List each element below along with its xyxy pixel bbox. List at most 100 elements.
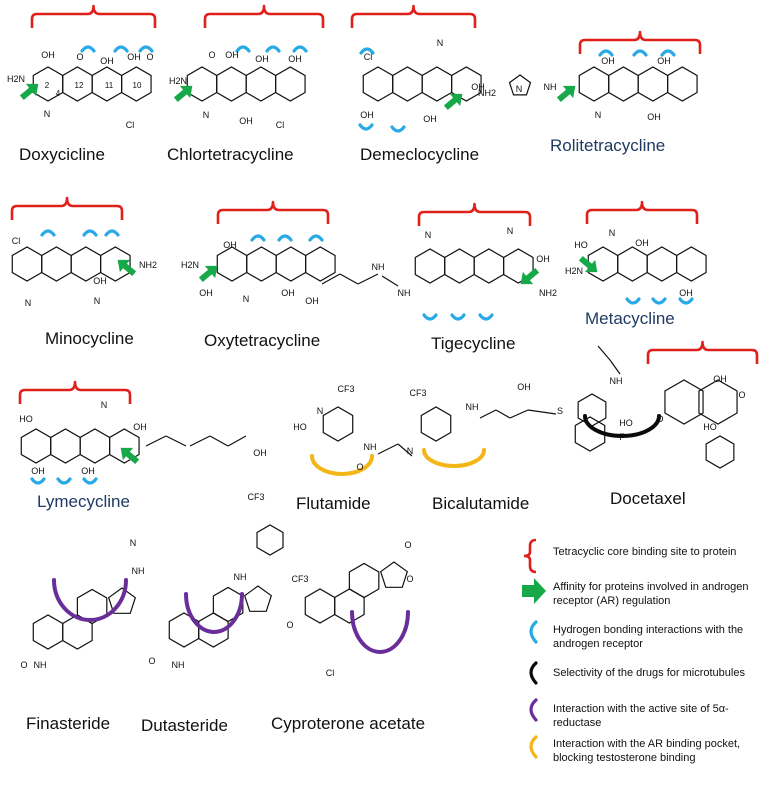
atom-label: NH: [610, 376, 623, 386]
backbone-line: [479, 409, 497, 419]
core-bracket: [10, 196, 124, 220]
finasteride-ring-a: [32, 614, 64, 650]
hbond-arc: [104, 229, 120, 237]
atom-label: N: [507, 226, 514, 236]
hbond-arc: [651, 297, 667, 305]
atom-label: NH: [372, 262, 385, 272]
atom-label: O: [656, 414, 663, 424]
microtubule-arc: [583, 414, 661, 438]
backbone-line: [527, 409, 557, 415]
atom-label: NH: [466, 402, 479, 412]
cyproterone-ring-b: [334, 588, 365, 624]
rolitetracycline-ring-4: [667, 66, 698, 102]
atom-label: CF3: [247, 492, 264, 502]
demeclocycline-ring-2: [392, 66, 423, 102]
atom-label: CF3: [291, 574, 308, 584]
atom-label: HO: [293, 422, 307, 432]
rolitetracycline-ring-3: [637, 66, 669, 102]
atom-label: OH: [423, 114, 437, 124]
bicalutamide-ring-1: [420, 406, 452, 442]
atom-label: HO: [619, 418, 633, 428]
tigecycline-ring-1: [414, 248, 446, 284]
linker-line: [145, 435, 167, 447]
atom-label: O: [404, 540, 411, 550]
atom-label: NH: [172, 660, 185, 670]
atom-label: OH: [31, 466, 45, 476]
core-bracket: [350, 4, 477, 28]
atom-label: N: [437, 38, 444, 48]
atom-label: Cl: [12, 236, 21, 246]
atom-label: OH: [679, 288, 693, 298]
atom-label: Cl: [126, 120, 135, 130]
pyrrolidine-ring: [508, 74, 532, 96]
atom-label: OH: [471, 82, 485, 92]
atom-label: Cl: [276, 120, 285, 130]
oxytetracycline-ring-1: [216, 246, 248, 282]
atom-label: O: [738, 390, 745, 400]
atom-label: O: [146, 52, 153, 62]
atom-label: NH: [34, 660, 47, 670]
cyproterone-ring-c: [348, 562, 380, 599]
linker-line: [357, 273, 379, 285]
core-bracket: [646, 340, 759, 364]
atom-label: OH: [360, 110, 374, 120]
ar-pocket-arc: [310, 454, 374, 476]
tigecycline-ring-3: [473, 248, 505, 284]
legend-text-reductase: Interaction with the active site of 5α-r…: [553, 703, 729, 729]
atom-label: O: [76, 52, 83, 62]
ar-pocket-arc: [422, 448, 486, 468]
hbond-arc: [598, 49, 614, 57]
atom-label: HO: [703, 422, 717, 432]
atom-label: OH: [225, 50, 239, 60]
boc-line: [597, 345, 611, 361]
atom-label: O: [286, 620, 293, 630]
atom-label: N: [516, 84, 523, 94]
atom-label: OH: [713, 374, 727, 384]
metacycline-ring-3: [646, 246, 678, 282]
core-bracket: [203, 4, 325, 28]
label-chlortetracycline: Chlortetracycline: [167, 145, 294, 164]
hbond-arc: [422, 313, 438, 321]
docetaxel-core-b: [698, 379, 738, 425]
rolitetracycline-ring-2: [608, 66, 639, 102]
atom-label: NH2: [139, 260, 157, 270]
atom-label: N: [609, 228, 616, 238]
hbond-arc: [390, 125, 406, 133]
core-bracket: [417, 202, 532, 226]
legend-text-core: Tetracyclic core binding site to protein: [553, 546, 737, 558]
minocycline-ring-4: [100, 246, 131, 282]
atom-label: OH: [100, 56, 114, 66]
atom-label: H2N: [169, 76, 187, 86]
flutamide-ring: [322, 406, 354, 442]
label-finasteride: Finasteride: [26, 714, 111, 733]
reductase-arc: [350, 610, 410, 654]
label-dutasteride: Dutasteride: [141, 716, 228, 735]
atom-label: OH: [127, 52, 141, 62]
label-doxycicline: Doxycicline: [19, 145, 105, 164]
atom-label: OH: [239, 116, 253, 126]
backbone-line: [509, 409, 529, 419]
affinity-arrow: [520, 267, 540, 285]
atom-label: OH: [133, 422, 147, 432]
finasteride-ring-c: [76, 588, 108, 625]
lymecycline-ring-2: [50, 428, 81, 464]
chlortetracycline-ring-1: [186, 66, 218, 102]
atom-label: NH: [398, 288, 411, 298]
hbond-arc: [250, 234, 266, 242]
demeclocycline-ring-4: [451, 66, 482, 102]
ring-number: 10: [133, 81, 142, 90]
atom-label: CF3: [337, 384, 354, 394]
linker-line: [339, 273, 359, 285]
lymecycline-ring-1: [20, 428, 52, 464]
atom-label: OH: [288, 54, 302, 64]
atom-label: CF3: [409, 388, 426, 398]
atom-label: OH: [41, 50, 55, 60]
atom-label: N: [425, 230, 432, 240]
atom-label: N: [407, 446, 414, 456]
atom-label: OH: [305, 296, 319, 306]
label-docetaxel: Docetaxel: [610, 489, 686, 508]
hbond-arc: [678, 297, 694, 305]
tigecycline-ring-2: [444, 248, 475, 284]
atom-label: S: [557, 406, 563, 416]
